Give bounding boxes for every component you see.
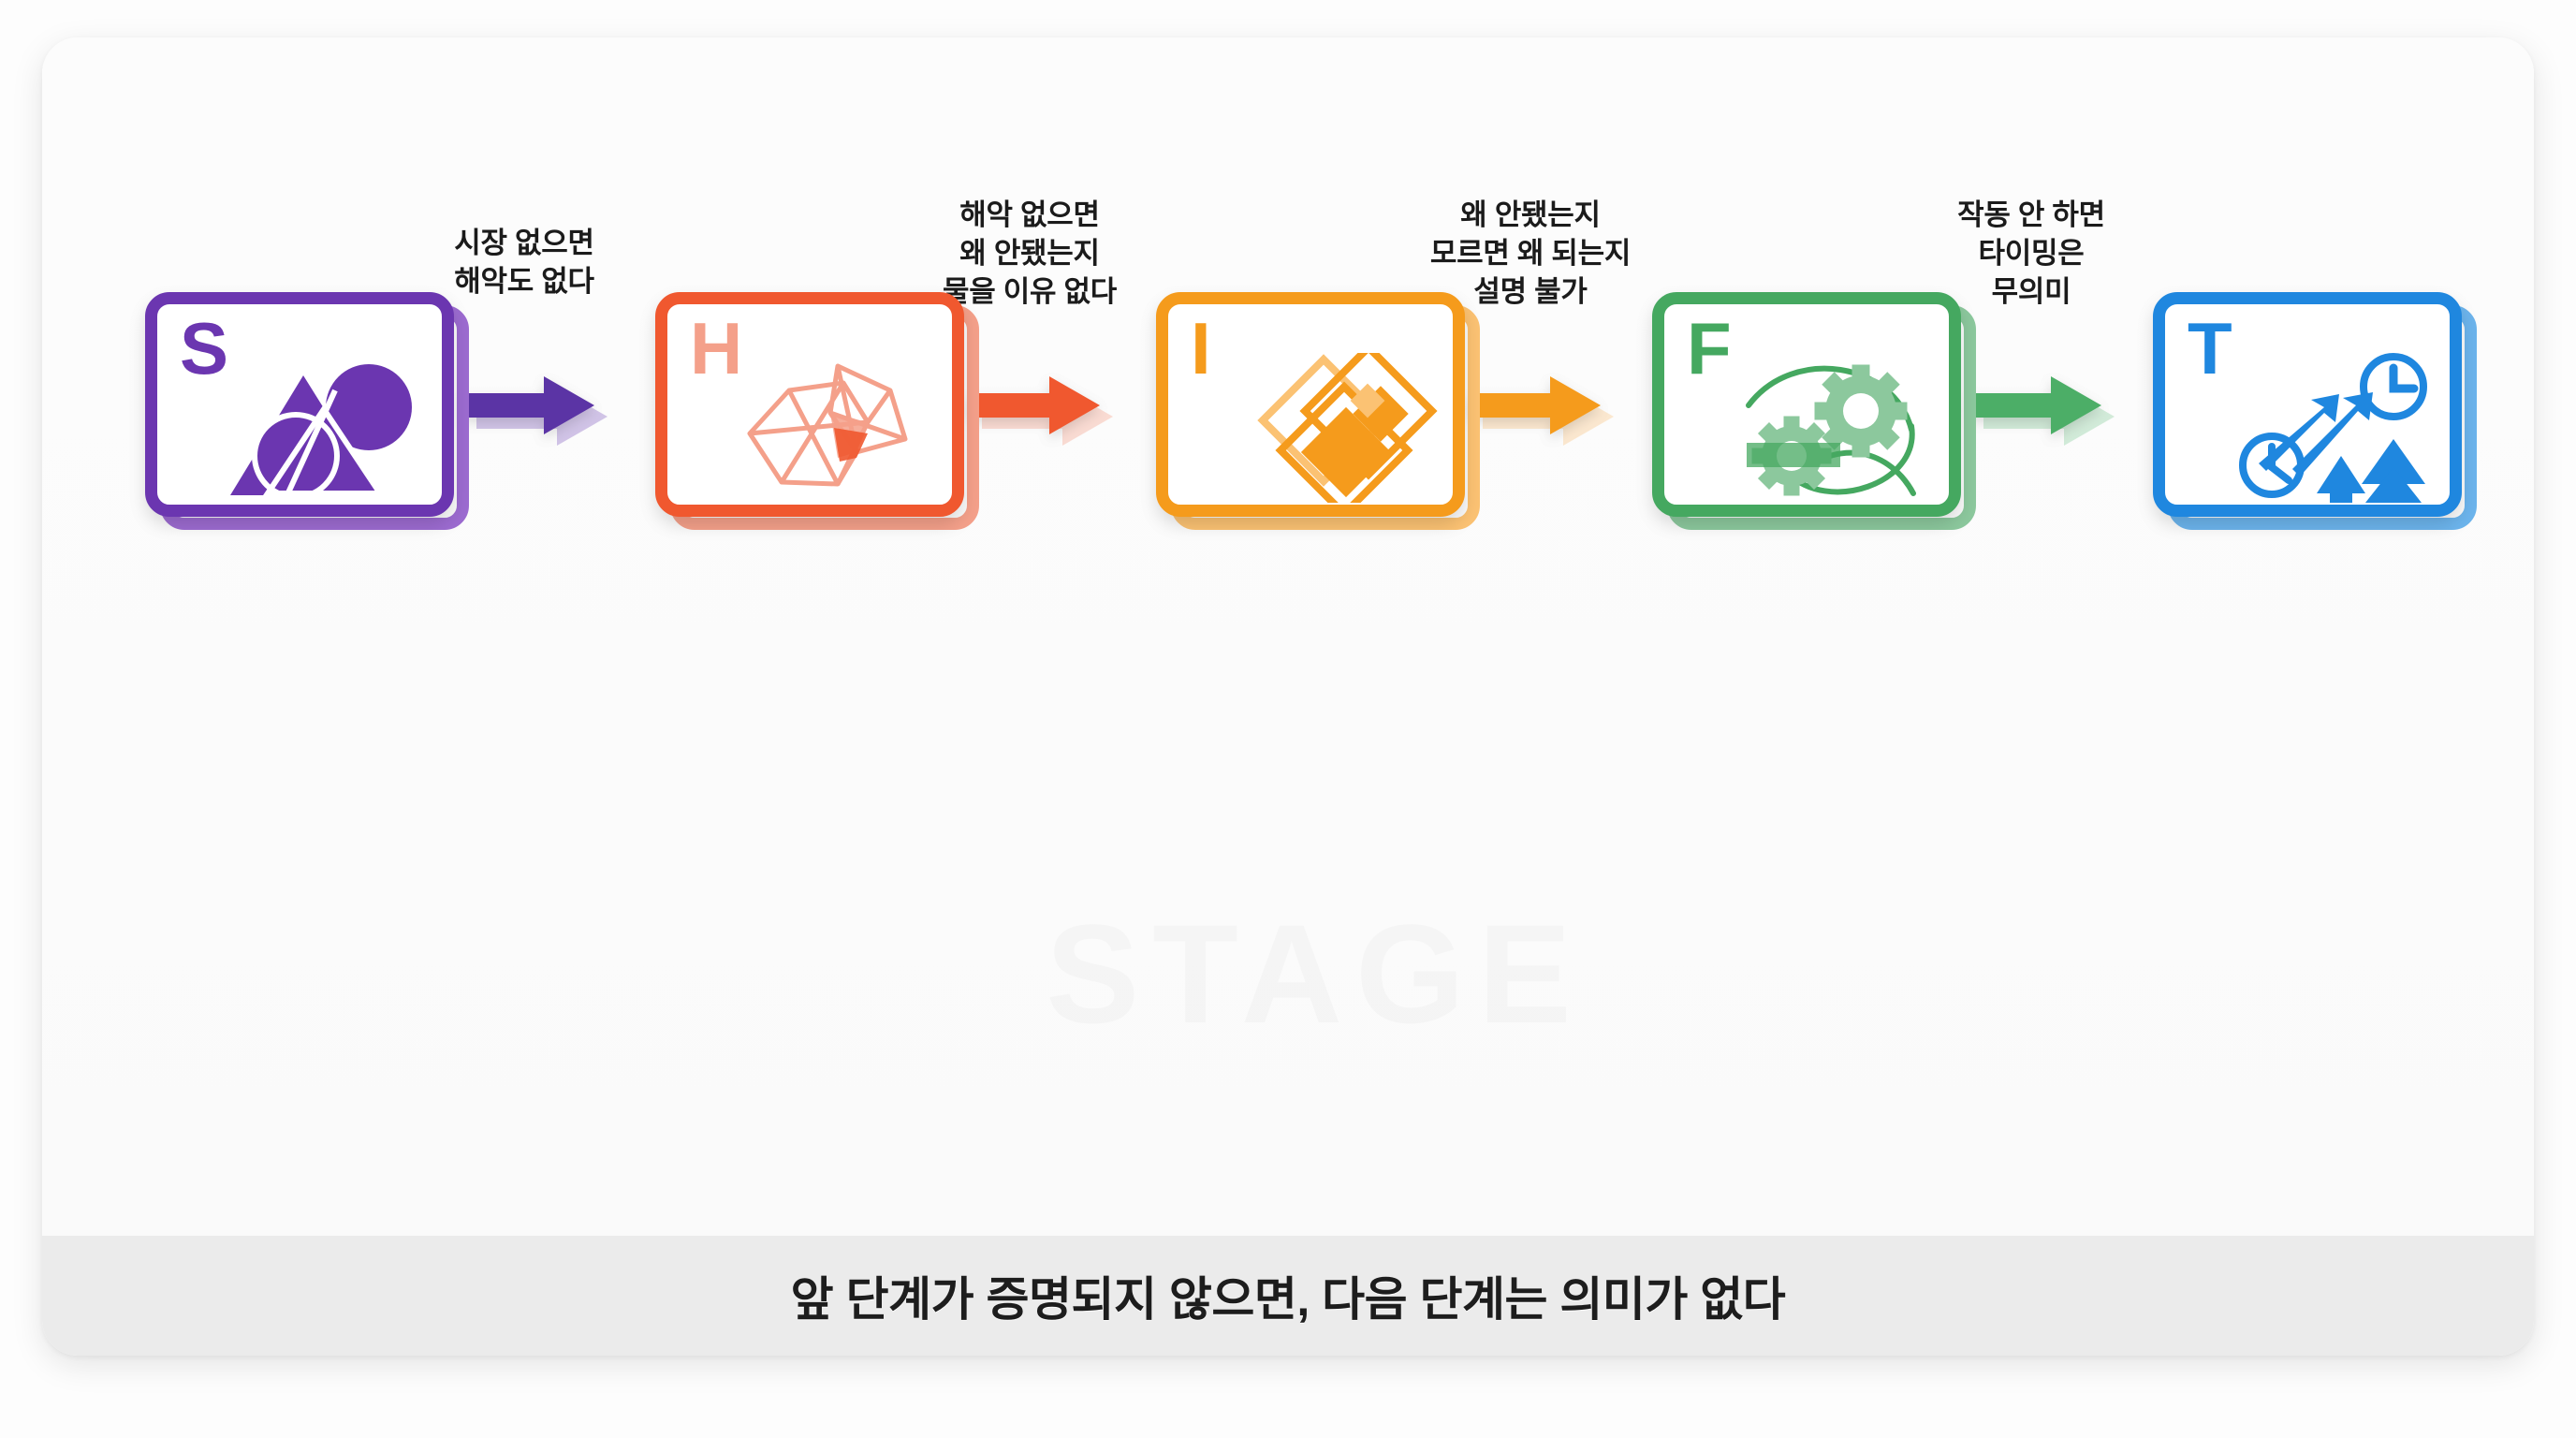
stage-card-f-body: F bbox=[1664, 304, 1949, 505]
footer-bar: 앞 단계가 증명되지 않으면, 다음 단계는 의미가 없다 bbox=[42, 1236, 2534, 1356]
overlapping-diamonds-icon bbox=[1241, 342, 1447, 505]
stage-card-t[interactable]: T bbox=[2153, 292, 2477, 530]
flow-label-1: 시장 없으면 해악도 없다 bbox=[454, 227, 594, 298]
stage-card-t-frame: T bbox=[2153, 292, 2462, 517]
stage-card-i[interactable]: I bbox=[1156, 292, 1480, 530]
flow-label-2: 해악 없으면 왜 안됐는지 물을 이유 없다 bbox=[943, 198, 1117, 308]
arrow-h-to-i bbox=[969, 376, 1100, 434]
stage-card-h-body: H bbox=[667, 304, 952, 505]
stage-card-t-letter: T bbox=[2188, 307, 2232, 389]
stage-card-i-frame: I bbox=[1156, 292, 1465, 517]
stage-card-i-letter: I bbox=[1191, 307, 1211, 389]
stage-card-h[interactable]: H bbox=[655, 292, 979, 530]
stage-card-h-frame: H bbox=[655, 292, 964, 517]
stage-card-s-frame: S bbox=[145, 292, 454, 517]
clock-arrows-icon bbox=[2238, 353, 2444, 503]
flow-diagram: 시장 없으면 해악도 없다 해악 없으면 왜 안됐는지 물을 이유 없다 왜 안됐는… bbox=[42, 37, 2534, 1236]
stage-card-f-letter: F bbox=[1687, 307, 1732, 389]
arrow-i-to-f bbox=[1470, 376, 1601, 434]
stage-card-s-body: S bbox=[157, 304, 442, 505]
stage-card-s[interactable]: S bbox=[145, 292, 469, 530]
arrow-f-to-t bbox=[1970, 376, 2101, 434]
footer-caption: 앞 단계가 증명되지 않으면, 다음 단계는 의미가 없다 bbox=[790, 1273, 1786, 1326]
stage-card-h-letter: H bbox=[690, 307, 743, 389]
stage-card-s-letter: S bbox=[180, 307, 229, 389]
arrow-s-to-h bbox=[463, 376, 594, 434]
stage-card-t-body: T bbox=[2165, 304, 2450, 505]
gears-orbit-icon bbox=[1737, 353, 1943, 503]
stage-card-i-body: I bbox=[1168, 304, 1453, 505]
flow-label-4: 작동 안 하면 타이밍은 무의미 bbox=[1957, 198, 2105, 308]
stage-card-f-frame: F bbox=[1652, 292, 1961, 517]
flow-label-3: 왜 안됐는지 모르면 왜 되는지 설명 불가 bbox=[1429, 198, 1632, 308]
shapes-market-icon bbox=[230, 353, 436, 503]
network-polygon-icon bbox=[740, 353, 946, 503]
stage-card-f[interactable]: F bbox=[1652, 292, 1976, 530]
